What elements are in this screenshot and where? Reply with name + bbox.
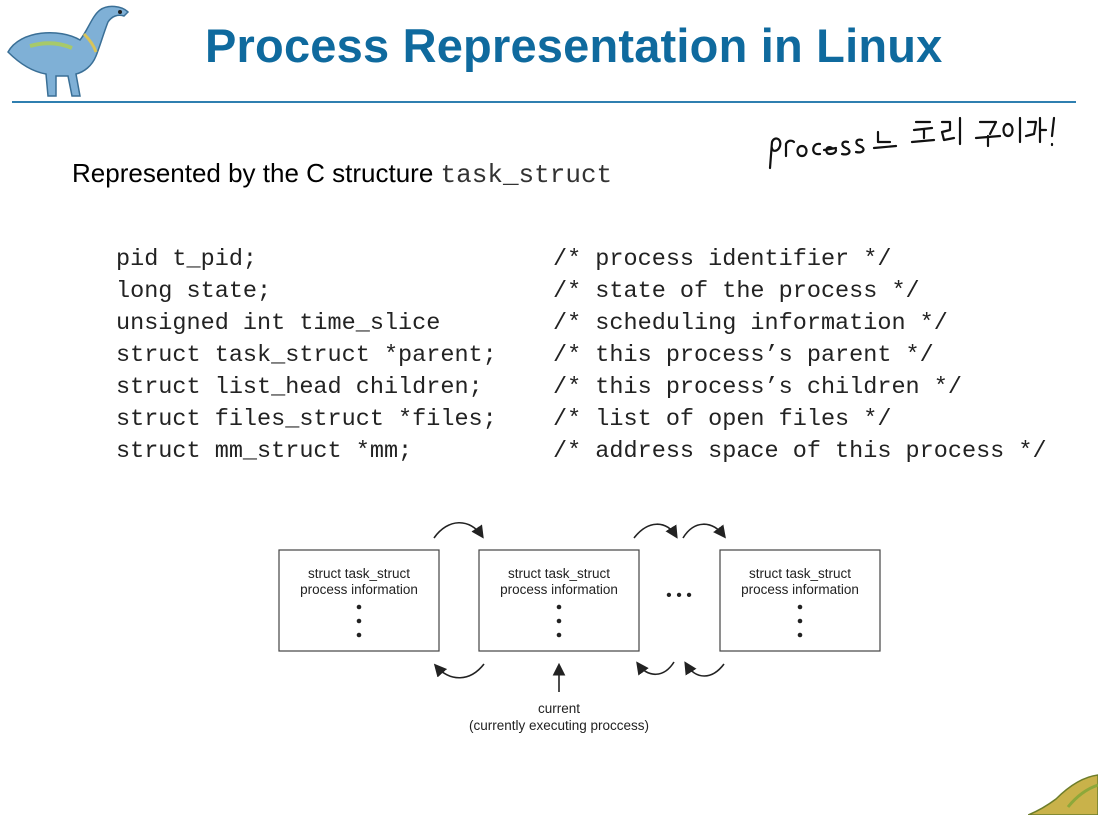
prev-arrow [433,663,485,679]
handwritten-annotation [768,116,1056,170]
prev-arrow [636,661,675,676]
code-comment: /* scheduling information */ [553,310,948,337]
box-line-1: struct task_struct [508,566,610,581]
box-line-1: struct task_struct [308,566,410,581]
current-label: current [538,701,580,716]
task-struct-box: struct task_struct process information [278,549,440,652]
intro-line: Represented by the C structure task_stru… [72,158,612,190]
code-comment: /* this process’s children */ [553,374,962,401]
code-declaration: pid t_pid; [116,246,258,273]
code-comment: /* state of the process */ [553,278,920,305]
code-comment: /* address space of this process */ [553,438,1047,465]
list-ellipsis: • • • [666,587,692,604]
next-arrow [682,523,726,539]
dinosaur-corner-graphic [1028,774,1098,815]
dinosaur-logo [7,5,130,97]
task-list-diagram: struct task_struct process information s… [278,522,881,733]
task-struct-box: struct task_struct process information [719,549,881,652]
box-line-2: process information [300,582,418,597]
slide-title: Process Representation in Linux [205,19,943,72]
code-comment: /* this process’s parent */ [553,342,934,369]
code-comment: /* list of open files */ [553,406,892,433]
intro-code-term: task_struct [440,160,613,190]
code-declaration: struct list_head children; [116,374,483,401]
box-line-2: process information [500,582,618,597]
prev-arrow [684,661,725,677]
task-struct-box: struct task_struct process information [478,549,640,652]
next-arrow [633,523,678,539]
code-declaration: struct mm_struct *mm; [116,438,413,465]
next-arrow [433,522,484,539]
code-declaration: long state; [116,278,272,305]
title-divider [12,101,1076,103]
code-declaration: struct files_struct *files; [116,406,497,433]
code-comment: /* process identifier */ [553,246,892,273]
intro-text: Represented by the C structure [72,158,441,188]
box-line-1: struct task_struct [749,566,851,581]
box-line-2: process information [741,582,859,597]
code-declaration: struct task_struct *parent; [116,342,497,369]
current-sublabel: (currently executing proccess) [469,718,649,733]
code-declaration: unsigned int time_slice [116,310,441,337]
